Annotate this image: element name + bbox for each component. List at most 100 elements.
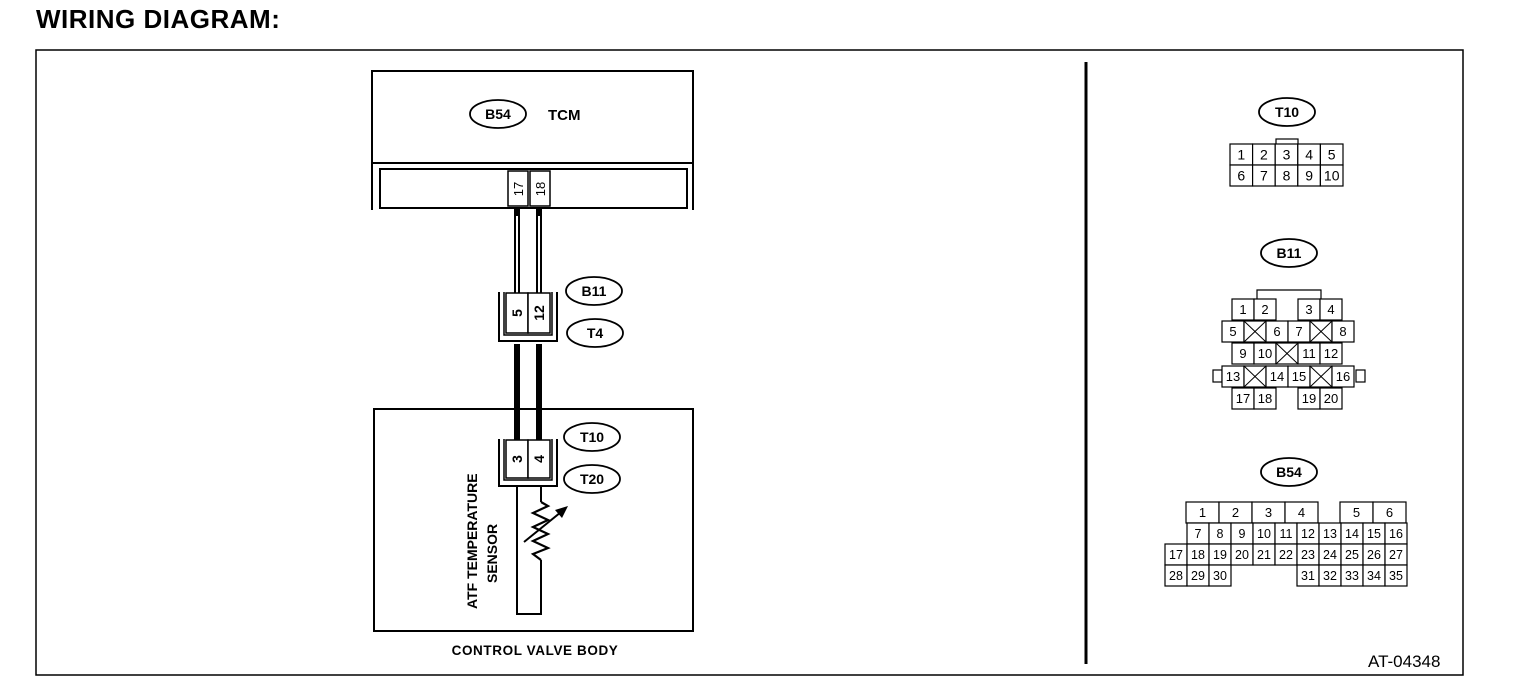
t10-pin-10: 10 bbox=[1324, 168, 1340, 184]
sensor-label-line-1: ATF TEMPERATURE bbox=[464, 473, 480, 609]
b11-pin-12: 12 bbox=[1324, 346, 1338, 361]
b54-pin-17: 17 bbox=[1169, 548, 1183, 562]
tcm-pin-18: 18 bbox=[533, 182, 548, 196]
b54-pin-24: 24 bbox=[1323, 548, 1337, 562]
b54-pin-27: 27 bbox=[1389, 548, 1403, 562]
joint-pin-12: 12 bbox=[531, 305, 547, 321]
b11-pin-16-cell bbox=[1331, 365, 1355, 388]
b11-pin-5: 5 bbox=[1229, 324, 1236, 339]
b54-view-label: B54 bbox=[1276, 464, 1302, 480]
control-valve-body: CONTROL VALVE BODY 3 4 T10 T20 ATF TEMPE… bbox=[373, 408, 694, 658]
b11-pin-12-cell bbox=[1319, 342, 1343, 365]
b11-pin-3: 3 bbox=[1305, 302, 1312, 317]
b54-pin-1: 1 bbox=[1199, 505, 1206, 520]
b54-pin-30-cell bbox=[1208, 564, 1232, 587]
b11-pin-11: 11 bbox=[1302, 346, 1316, 361]
page-title: WIRING DIAGRAM: bbox=[36, 4, 281, 34]
b11-pin-13: 13 bbox=[1226, 369, 1240, 384]
b11-pin-17: 17 bbox=[1236, 391, 1250, 406]
b54-pin-11: 11 bbox=[1280, 527, 1293, 541]
figure-code: AT-04348 bbox=[1368, 652, 1440, 671]
b11-pin-18-cell bbox=[1253, 387, 1277, 410]
b11-pin-19: 19 bbox=[1302, 391, 1316, 406]
t10-pin-9: 9 bbox=[1305, 168, 1313, 184]
b54-pin-6: 6 bbox=[1386, 505, 1393, 520]
sensor-pin-4: 4 bbox=[531, 455, 547, 463]
b54-pin-25: 25 bbox=[1345, 548, 1359, 562]
t10-pin-10-cell bbox=[1319, 164, 1344, 187]
diagram-frame bbox=[35, 49, 1464, 676]
b11-pin-8-cell bbox=[1331, 320, 1355, 343]
t10-pin-3: 3 bbox=[1283, 147, 1291, 163]
b11-pin-2-cell bbox=[1253, 298, 1277, 321]
b54-pin-35: 35 bbox=[1389, 569, 1403, 583]
b11-t4-joint-connector: 5 12 B11 T4 bbox=[498, 276, 624, 348]
b54-pin-33: 33 bbox=[1345, 569, 1359, 583]
b11-pin-7: 7 bbox=[1295, 324, 1302, 339]
b11-pin-20-cell bbox=[1319, 387, 1343, 410]
t10-pin-2: 2 bbox=[1260, 147, 1268, 163]
b11-pin-2: 2 bbox=[1261, 302, 1268, 317]
b11-pin-4: 4 bbox=[1327, 302, 1334, 317]
b54-pin-34: 34 bbox=[1367, 569, 1381, 583]
b54-pin-18: 18 bbox=[1191, 548, 1205, 562]
b54-pin-29: 29 bbox=[1191, 569, 1205, 583]
b54-pin-30: 30 bbox=[1213, 569, 1227, 583]
t10-view-label: T10 bbox=[1275, 104, 1299, 120]
t10-connector-label: T10 bbox=[580, 429, 604, 445]
b54-pin-31: 31 bbox=[1301, 569, 1315, 583]
b54-pin-26: 26 bbox=[1367, 548, 1381, 562]
b11-pin-10: 10 bbox=[1258, 346, 1272, 361]
b54-pin-8: 8 bbox=[1217, 527, 1224, 541]
sensor-label-line-2: SENSOR bbox=[484, 524, 500, 583]
b54-pin-20: 20 bbox=[1235, 548, 1249, 562]
b54-connector-label-oval bbox=[469, 99, 527, 129]
b11-pin-6: 6 bbox=[1273, 324, 1280, 339]
b11-view-label: B11 bbox=[1277, 245, 1302, 261]
b54-pin-16: 16 bbox=[1389, 527, 1403, 541]
b54-pin-3: 3 bbox=[1265, 505, 1272, 520]
b54-pin-23: 23 bbox=[1301, 548, 1315, 562]
tcm-connector-strip bbox=[379, 168, 688, 209]
b54-pin-12: 12 bbox=[1301, 527, 1315, 541]
b54-pin-35-cell bbox=[1384, 564, 1408, 587]
b54-pin-14: 14 bbox=[1345, 527, 1359, 541]
b54-pin-5: 5 bbox=[1353, 505, 1360, 520]
joint-pin-5: 5 bbox=[509, 309, 525, 317]
t20-connector-label: T20 bbox=[580, 471, 604, 487]
tcm-pin-17: 17 bbox=[511, 182, 526, 196]
b11-pin-8: 8 bbox=[1339, 324, 1346, 339]
b54-pin-32: 32 bbox=[1323, 569, 1337, 583]
tcm-block: B54 TCM 17 18 bbox=[371, 70, 694, 210]
b11-pin-14: 14 bbox=[1270, 369, 1284, 384]
b11-pin-4-cell bbox=[1319, 298, 1343, 321]
t4-connector-label: T4 bbox=[587, 325, 604, 341]
b54-pin-13: 13 bbox=[1323, 527, 1337, 541]
b11-pin-20: 20 bbox=[1324, 391, 1338, 406]
t10-pin-1: 1 bbox=[1237, 147, 1245, 163]
control-valve-body-label: CONTROL VALVE BODY bbox=[452, 643, 619, 658]
t10-pin-8: 8 bbox=[1283, 168, 1291, 184]
b11-pin-18: 18 bbox=[1258, 391, 1272, 406]
b54-connector-label: B54 bbox=[485, 106, 511, 122]
b54-pin-10: 10 bbox=[1257, 527, 1271, 541]
b54-pin-28: 28 bbox=[1169, 569, 1183, 583]
b54-pin-9: 9 bbox=[1239, 527, 1246, 541]
thermistor-symbol bbox=[530, 501, 551, 561]
t10-pin-6: 6 bbox=[1237, 168, 1245, 184]
b11-pin-15: 15 bbox=[1292, 369, 1306, 384]
b11-connector-label: B11 bbox=[582, 283, 607, 299]
b11-pin-9: 9 bbox=[1239, 346, 1246, 361]
b54-pin-2: 2 bbox=[1232, 505, 1239, 520]
tcm-label: TCM bbox=[548, 107, 581, 124]
b11-pin-1: 1 bbox=[1239, 302, 1246, 317]
t10-pin-5: 5 bbox=[1328, 147, 1336, 163]
b54-pin-21: 21 bbox=[1257, 548, 1271, 562]
variable-arrow-icon bbox=[555, 506, 568, 518]
b54-pin-19: 19 bbox=[1213, 548, 1227, 562]
b54-pin-7: 7 bbox=[1195, 527, 1202, 541]
